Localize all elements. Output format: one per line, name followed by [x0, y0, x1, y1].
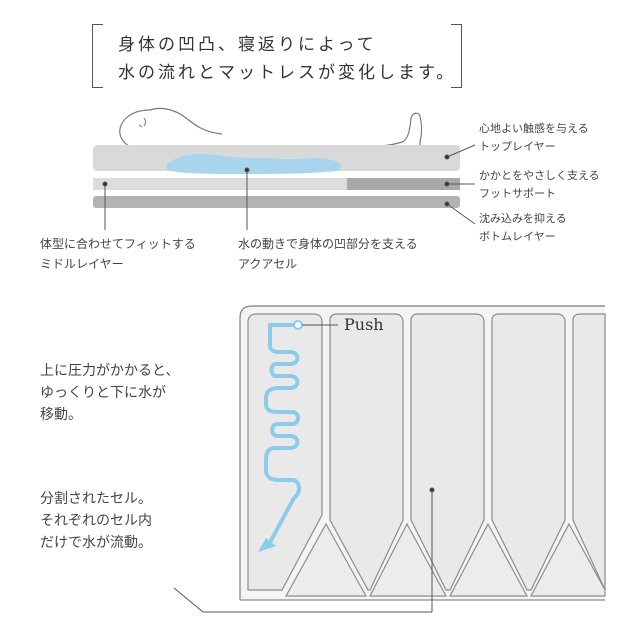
label-aqua-cell-line-1: 水の動きで身体の凹部分を支える	[238, 237, 418, 251]
push-label: Push	[344, 315, 384, 334]
left-bracket	[92, 24, 103, 88]
label-bottom-layer: 沈み込みを抑える ボトムレイヤー	[479, 210, 567, 246]
headline: 身体の凹凸、寝返りによって 水の流れとマットレスが変化します。	[92, 24, 462, 88]
pressure-text-line-2: ゆっくりと下に水が	[40, 385, 166, 401]
label-foot-support: かかとをやさしく支える フットサポート	[479, 167, 600, 203]
headline-line-1: 身体の凹凸、寝返りによって	[118, 35, 377, 55]
label-foot-support-line-2: フットサポート	[479, 187, 556, 200]
pressure-text: 上に圧力がかかると、 ゆっくりと下に水が 移動。	[40, 360, 179, 426]
bottom-layer	[93, 196, 460, 208]
foot-support-layer	[347, 178, 460, 190]
label-bottom-layer-line-1: 沈み込みを抑える	[479, 212, 567, 225]
cell-5	[572, 313, 606, 591]
cell-2	[329, 313, 404, 591]
label-middle-layer-line-1: 体型に合わせてフィットする	[40, 237, 196, 251]
cell-text-line-1: 分割されたセル。	[40, 491, 152, 507]
headline-line-2: 水の流れとマットレスが変化します。	[118, 63, 457, 83]
cell-text-line-2: それぞれのセル内	[40, 513, 152, 529]
label-aqua-cell-line-2: アクアセル	[238, 257, 298, 271]
cell-4	[491, 313, 566, 591]
label-middle-layer: 体型に合わせてフィットする ミドルレイヤー	[40, 234, 196, 274]
label-top-layer: 心地よい触感を与える トップレイヤー	[479, 120, 589, 156]
pressure-text-line-3: 移動。	[40, 407, 82, 423]
cell-1	[247, 313, 323, 591]
cell-text-line-3: だけで水が流動。	[40, 535, 152, 551]
middle-layer	[93, 178, 347, 190]
label-aqua-cell: 水の動きで身体の凹部分を支える アクアセル	[238, 234, 418, 274]
label-top-layer-line-1: 心地よい触感を与える	[479, 122, 589, 135]
label-middle-layer-line-2: ミドルレイヤー	[40, 257, 124, 271]
pressure-text-line-1: 上に圧力がかかると、	[40, 363, 180, 379]
label-top-layer-line-2: トップレイヤー	[479, 140, 556, 153]
cell-text: 分割されたセル。 それぞれのセル内 だけで水が流動。	[40, 488, 152, 554]
cell-3	[410, 313, 485, 591]
label-bottom-layer-line-2: ボトムレイヤー	[479, 230, 556, 243]
aqua-cell	[165, 153, 341, 174]
label-foot-support-line-1: かかとをやさしく支える	[479, 169, 600, 182]
right-bracket	[451, 24, 462, 88]
